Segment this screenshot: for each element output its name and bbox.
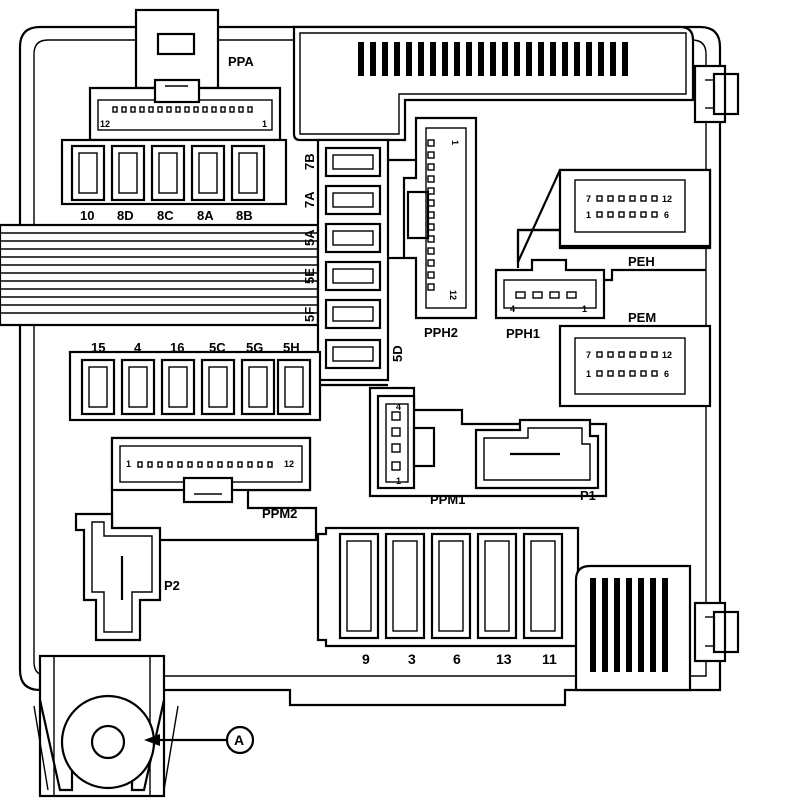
peh-pin-7-label: 7 [586, 194, 591, 204]
p2-label: P2 [164, 578, 180, 593]
ppm2-connector: 1 12 PPM2 [110, 436, 318, 542]
fuse-label-13: 13 [496, 651, 512, 667]
p1-label: P1 [580, 488, 596, 503]
fuse-label-7a: 7A [302, 191, 317, 208]
ppm1-pin-4-label: 4 [396, 402, 401, 412]
peh-label: PEH [628, 254, 655, 269]
pem-connector: 7 12 1 6 PEM [558, 310, 712, 408]
side-clip-top [693, 64, 740, 124]
fuse-row-bottom: 9 3 6 13 11 [316, 526, 580, 667]
fuse-label-5d: 5D [390, 345, 405, 362]
ppa-pin-1-label: 1 [262, 119, 267, 129]
pem-pin-7-label: 7 [586, 350, 591, 360]
fuse-11 [522, 532, 564, 640]
mounting-stud [33, 654, 179, 798]
peh-pin-6-label: 6 [664, 210, 669, 220]
fuse-label-8b: 8B [236, 208, 253, 223]
fuse-8a [190, 144, 226, 202]
fuse-4 [120, 358, 156, 416]
fuse-10 [70, 144, 106, 202]
ppm2-pin-12-label: 12 [284, 459, 294, 469]
fuse-label-5a: 5A [302, 229, 317, 246]
ppm1-pin-1-label: 1 [396, 476, 401, 486]
fuse-8d [110, 144, 146, 202]
callout-a: A [144, 725, 255, 755]
pph2-connector: 1 12 PPH2 [402, 116, 478, 340]
fuse-label-11: 11 [542, 651, 557, 667]
pph2-pin-1-label: 1 [450, 140, 460, 145]
fuse-label-5e: 5E [302, 268, 317, 284]
peh-connector: 7 12 1 6 PEH [516, 168, 712, 269]
fuse-label-7b: 7B [302, 153, 317, 170]
fuse-5e [324, 260, 382, 292]
ppa-pin-12-label: 12 [100, 119, 110, 129]
ppa-label: PPA [228, 54, 254, 69]
fuse-5c [200, 358, 236, 416]
fuse-label-16: 16 [170, 340, 184, 355]
cable-bundle [0, 223, 320, 327]
fuse-5d [324, 338, 382, 370]
fuse-label-9: 9 [362, 651, 370, 667]
pph2-pin-12-label: 12 [448, 290, 458, 300]
fuse-label-5h: 5H [283, 340, 300, 355]
fuse-label-8c: 8C [157, 208, 174, 223]
pph1-pin-1-label: 1 [582, 304, 587, 314]
fuse-5g [240, 358, 276, 416]
fuse-label-5c: 5C [209, 340, 226, 355]
fuse-label-8a: 8A [197, 208, 214, 223]
fuse-row-middle: 15 4 16 5C 5G 5H [68, 340, 322, 422]
pph1-connector: 4 1 PPH1 [494, 228, 706, 341]
fuse-label-5f: 5F [302, 307, 317, 322]
fuse-label-15: 15 [91, 340, 105, 355]
ppm1-p1-connector: 4 1 PPM1 P1 [368, 386, 608, 507]
ppm2-label: PPM2 [262, 506, 297, 521]
vent-block-top [292, 25, 695, 142]
fuse-label-4: 4 [134, 340, 142, 355]
fuse-label-6: 6 [453, 651, 461, 667]
fuse-13 [476, 532, 518, 640]
pem-pin-1-label: 1 [586, 369, 591, 379]
fuse-7a [324, 184, 382, 216]
pem-pin-6-label: 6 [664, 369, 669, 379]
p2-connector: P2 [74, 512, 180, 642]
vent-block-bottom [574, 564, 692, 692]
pem-label: PEM [628, 310, 656, 325]
fuse-8b [230, 144, 266, 202]
fuse-15 [80, 358, 116, 416]
fuse-6 [430, 532, 472, 640]
fuse-row-top: 10 8D 8C 8A 8B [60, 138, 288, 223]
fuse-label-10: 10 [80, 208, 94, 223]
pph1-label: PPH1 [506, 326, 540, 341]
ppm1-label: PPM1 [430, 492, 465, 507]
fuse-8c [150, 144, 186, 202]
pem-pin-12-label: 12 [662, 350, 672, 360]
fuse-label-3: 3 [408, 651, 416, 667]
fuse-5f [324, 298, 382, 330]
fuse-5h [276, 358, 312, 416]
fuse-3 [384, 532, 426, 640]
fuse-5a [324, 222, 382, 254]
ppm2-pin-1-label: 1 [126, 459, 131, 469]
vent-slots [358, 42, 628, 76]
pph2-label: PPH2 [424, 325, 458, 340]
side-clip-bottom [693, 601, 740, 663]
fuse-label-5g: 5G [246, 340, 263, 355]
peh-pin-1-label: 1 [586, 210, 591, 220]
ppa-connector: 12 1 PPA [88, 8, 282, 142]
pph1-pin-4-label: 4 [510, 304, 515, 314]
ppa-pin-row [112, 106, 253, 113]
fuse-9 [338, 532, 380, 640]
fuse-16 [160, 358, 196, 416]
peh-pin-12-label: 12 [662, 194, 672, 204]
fuse-label-8d: 8D [117, 208, 134, 223]
fuse-7b [324, 146, 382, 178]
fuse-column-vertical: 7B 7A 5A 5E 5F 5D [302, 138, 405, 382]
callout-a-label: A [234, 732, 244, 748]
